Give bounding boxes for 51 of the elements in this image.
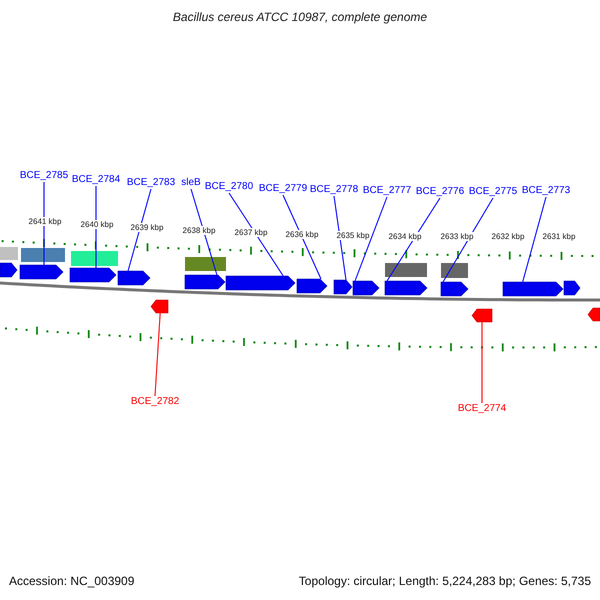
gene-label: BCE_2785 (20, 170, 68, 182)
gene-block (472, 308, 492, 322)
leader-line (154, 312, 161, 396)
footer-text: Topology: circular; Length: 5,224,283 bp; Genes: 5,735 (298, 574, 591, 588)
scale-label: 2633 kbp (440, 232, 474, 241)
gene-block (334, 280, 352, 294)
leader-line (354, 196, 388, 282)
scale-label: 2637 kbp (234, 228, 268, 237)
gene-label: BCE_2779 (258, 183, 308, 195)
gene-label: BCE_2773 (522, 185, 570, 197)
gene-block (440, 282, 468, 296)
gene-block (352, 280, 380, 296)
scale-label: 2636 kbp (286, 230, 318, 239)
leader-line (282, 194, 322, 280)
scale-label: 2639 kbp (130, 223, 164, 232)
leader-line (442, 198, 494, 282)
leader-line (190, 188, 218, 276)
scale-label: 2632 kbp (492, 232, 524, 241)
gene-label: BCE_2784 (72, 174, 120, 186)
leader-line (386, 198, 440, 282)
title: Bacillus cereus ATCC 10987, complete genome (172, 10, 428, 24)
gene-label: BCE_2778 (310, 184, 358, 196)
gene-label: BCE_2782 (130, 396, 180, 408)
leader-line (128, 188, 152, 272)
gene-block (150, 300, 168, 314)
leader-line (334, 196, 346, 280)
scale-label: 2638 kbp (182, 226, 216, 235)
gene-label: BCE_2776 (416, 186, 464, 198)
gene-label: BCE_2775 (468, 186, 518, 198)
gene-label: sleB (181, 177, 201, 189)
leader-line (228, 192, 284, 276)
scale-label: 2634 kbp (388, 232, 422, 241)
gene-label: BCE_2777 (362, 185, 412, 197)
scale-label: 2635 kbp (336, 231, 370, 240)
gene-block (70, 268, 116, 282)
gene-block (118, 270, 150, 286)
gene-block (384, 280, 428, 296)
gene-block (184, 274, 226, 290)
scale-label: 2641 kbp (28, 217, 62, 226)
scale-label: 2640 kbp (80, 220, 114, 229)
gene-label: BCE_2780 (204, 181, 254, 193)
gene-block (564, 280, 580, 296)
gene-block (588, 308, 600, 322)
gene-label: BCE_2774 (458, 403, 506, 415)
gene-block (20, 264, 64, 280)
gene-label: BCE_2783 (126, 177, 176, 189)
scale-label: 2631 kbp (542, 232, 576, 241)
gene-block (0, 262, 18, 278)
leader-line (522, 196, 546, 282)
gene-block (296, 278, 328, 294)
footer-text: Accession: NC_003909 (9, 574, 134, 588)
